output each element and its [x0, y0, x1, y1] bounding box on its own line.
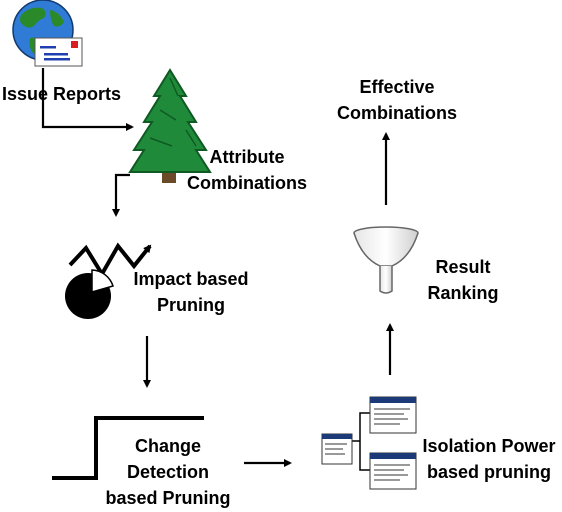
result-ranking-label: Result Ranking: [427, 257, 499, 303]
windows-hierarchy-icon: [321, 396, 417, 490]
window-small-icon: [321, 433, 353, 465]
trend-pie-icon: [65, 242, 152, 319]
globe-envelope-icon: [12, 0, 83, 67]
window-top-icon: [369, 396, 417, 434]
window-bottom-icon: [369, 452, 417, 490]
change-detection-label: Change Detection based Pruning: [105, 436, 231, 508]
isolation-power-label: Isolation Power based pruning: [422, 436, 556, 482]
arrow-issues-to-combinations: [41, 68, 134, 131]
funnel-icon: [353, 226, 419, 294]
attribute-combinations-label: Attribute Combinations: [187, 147, 307, 193]
step-change-icon: [52, 416, 204, 480]
impact-pruning-label: Impact based Pruning: [133, 269, 249, 315]
tree-icon: [128, 68, 212, 183]
effective-combinations-label: Effective Combinations: [337, 77, 457, 123]
arrow-combinations-to-impact: [112, 173, 130, 217]
issue-reports-label: Issue Reports: [2, 84, 122, 104]
